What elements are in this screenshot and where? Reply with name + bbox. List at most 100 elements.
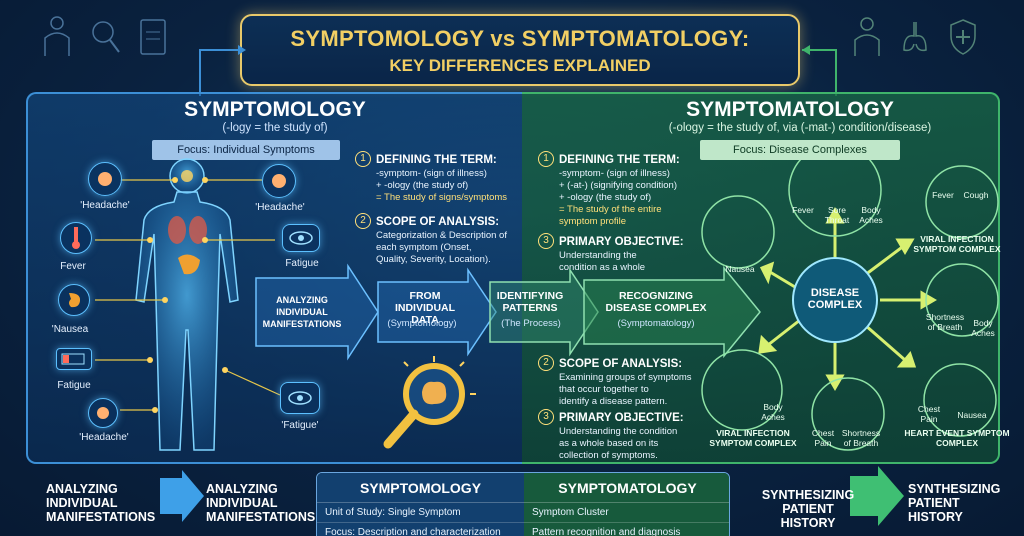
- table-header: SYMPTOMOLOGY: [317, 473, 524, 503]
- section-line: symptom profile: [559, 216, 627, 227]
- section-line: that occur together to: [559, 384, 649, 395]
- clipboard-icon: [140, 19, 166, 55]
- bottom-synthesizing-a: SYNTHESIZING PATIENT HISTORY: [761, 488, 855, 530]
- section-line: condition as a whole: [559, 262, 646, 273]
- section-line: collection of symptoms.: [559, 450, 658, 461]
- thermometer-icon: [60, 222, 92, 254]
- table-header: SYMPTOMATOLOGY: [524, 473, 729, 503]
- person-icon: [44, 16, 70, 56]
- headache-icon: [88, 398, 118, 428]
- cluster-fever-top: Fever: [792, 205, 814, 215]
- comparison-col-symptomatology: SYMPTOMATOLOGY Symptom Cluster Pattern r…: [524, 473, 729, 536]
- analyzing-label: ANALYZING INDIVIDUAL MANIFESTATIONS: [262, 295, 342, 329]
- headache-icon: [262, 164, 296, 198]
- headache-label-left: 'Headache': [80, 200, 130, 211]
- section-title: PRIMARY OBJECTIVE:: [559, 236, 684, 248]
- section-line: + (-at-) (signifying condition): [559, 180, 678, 191]
- fatigue-label-left: Fatigue: [57, 380, 91, 391]
- bottom-synthesizing-b: SYNTHESIZING PATIENT HISTORY: [908, 482, 1001, 524]
- title-line1: SYMPTOMOLOGY vs SYMPTOMATOLOGY:: [290, 26, 750, 51]
- tired-eye-icon: [280, 382, 320, 414]
- section-line: + -ology (the study of): [559, 192, 652, 203]
- cluster-shortness-right: Shortness of Breath: [925, 312, 965, 332]
- section-title: DEFINING THE TERM:: [559, 154, 680, 166]
- table-cell: Unit of Study: Single Symptom: [317, 503, 524, 523]
- section-line: Understanding the condition: [559, 426, 678, 437]
- section-line: + -ology (the study of): [376, 180, 469, 191]
- number-badge: 2: [538, 354, 554, 371]
- fever-label: Fever: [60, 261, 86, 272]
- cluster-fever-right: Fever: [932, 190, 954, 200]
- bottom-analyzing-b: ANALYZING INDIVIDUAL MANIFESTATIONS: [206, 482, 316, 524]
- section-line: Examining groups of symptoms: [559, 372, 692, 383]
- section-line: identify a disease pattern.: [559, 396, 668, 407]
- right-section-defining: 1 DEFINING THE TERM: -symptom- (sign of i…: [538, 150, 708, 228]
- battery-icon: [56, 348, 92, 370]
- title-connectors: [199, 45, 837, 96]
- section-line: = The study of signs/symptoms: [376, 192, 508, 203]
- cluster-nausea-right: Nausea: [957, 410, 987, 420]
- from-individual-data-sub: (Symptomology): [387, 318, 457, 329]
- human-body-figure: [135, 158, 239, 451]
- headache-label-bottom: 'Headache': [79, 432, 129, 443]
- recognizing-disease-sub: (Symptomatology): [617, 318, 695, 329]
- section-line: each symptom (Onset,: [376, 242, 472, 253]
- symptomology-subheading: (-logy = the study of): [222, 122, 328, 134]
- number-badge: 3: [538, 408, 554, 425]
- title-line2: KEY DIFFERENCES EXPLAINED: [389, 56, 651, 75]
- fatigue-quoted-label: 'Fatigue': [281, 420, 319, 431]
- table-cell: Focus: Description and characterization: [317, 523, 524, 536]
- shield-icon: [950, 19, 976, 55]
- identifying-patterns-label: IDENTIFYING PATTERNS: [496, 290, 564, 314]
- symptomatology-subheading: (-ology = the study of, via (-mat-) cond…: [668, 122, 932, 134]
- eye-icon: [282, 224, 320, 252]
- section-line: as a whole based on its: [559, 438, 659, 449]
- cluster-body-aches-right: Body Aches: [971, 318, 995, 338]
- symptomatology-focus: Focus: Disease Complexes: [700, 140, 900, 160]
- identifying-patterns-sub: (The Process): [501, 318, 561, 329]
- recognizing-disease-label: RECOGNIZING DISEASE COMPLEX: [605, 290, 707, 314]
- top-right-icons: [850, 14, 980, 58]
- headache-label-right: 'Headache': [255, 202, 305, 213]
- section-title: PRIMARY OBJECTIVE:: [559, 412, 684, 424]
- section-line: Understanding the: [559, 250, 637, 261]
- section-line: = The study of the entire: [559, 204, 662, 215]
- comparison-col-symptomology: SYMPTOMOLOGY Unit of Study: Single Sympt…: [317, 473, 524, 536]
- cluster-cough: Cough: [963, 190, 989, 200]
- section-line: -symptom- (sign of illness): [559, 168, 670, 179]
- section-line: -symptom- (sign of illness): [376, 168, 487, 179]
- symptomology-heading: SYMPTOMOLOGY: [184, 98, 366, 121]
- nausea-label: 'Nausea: [51, 324, 89, 335]
- symptomology-focus: Focus: Individual Symptoms: [152, 140, 340, 160]
- cluster-nausea-left: Nausea: [725, 264, 755, 274]
- number-badge: 2: [355, 212, 371, 229]
- table-cell: Symptom Cluster: [524, 503, 729, 523]
- cluster-chest-pain-right: Chest Pain: [917, 404, 941, 424]
- cluster-body-aches-top: Body Aches: [859, 205, 883, 225]
- doctor-icon: [854, 17, 880, 56]
- section-title: SCOPE OF ANALYSIS:: [376, 216, 500, 228]
- table-cell: Pattern recognition and diagnosis: [524, 523, 729, 536]
- symptomatology-heading: SYMPTOMATOLOGY: [686, 98, 894, 121]
- lungs-icon: [903, 22, 927, 52]
- section-line: Quality, Severity, Location).: [376, 254, 491, 265]
- cluster-chest-pain-mid: Chest Pain: [811, 428, 835, 448]
- section-title: SCOPE OF ANALYSIS:: [559, 358, 683, 370]
- viral-infection-title-bottom: VIRAL INFECTION SYMPTOM COMPLEX: [709, 428, 797, 448]
- viral-infection-title-right: VIRAL INFECTION SYMPTOM COMPLEX: [913, 234, 1001, 254]
- from-individual-data-label: FROM INDIVIDUAL DATA: [394, 290, 456, 326]
- cluster-body-aches-bottom: Body Aches: [761, 402, 785, 422]
- comparison-table: SYMPTOMOLOGY Unit of Study: Single Sympt…: [316, 472, 730, 536]
- fatigue-label-right: Fatigue: [285, 258, 319, 269]
- number-badge: 1: [538, 150, 554, 167]
- section-title: DEFINING THE TERM:: [376, 154, 497, 166]
- right-section-scope: 2 SCOPE OF ANALYSIS: Examining groups of …: [538, 354, 708, 408]
- headache-icon: [88, 162, 122, 196]
- cluster-shortness-mid: Shortness of Breath: [841, 428, 881, 448]
- stomach-icon: [58, 284, 90, 316]
- right-section-objective-2: 3 PRIMARY OBJECTIVE: Understanding the co…: [538, 408, 708, 462]
